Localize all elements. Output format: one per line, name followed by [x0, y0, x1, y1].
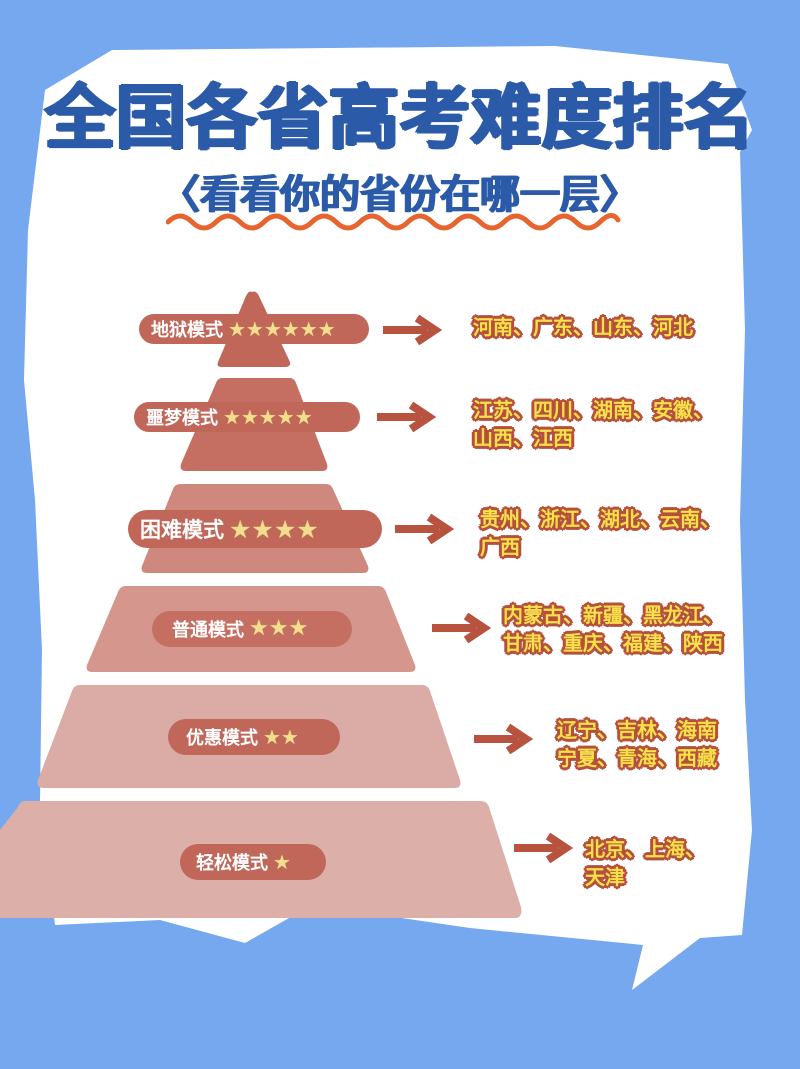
- page-subtitle: 〈看看你的省份在哪一层〉: [160, 172, 640, 218]
- star-icon: ★★★★★★: [228, 317, 336, 341]
- tier-label-normal: 普通模式 ★★★: [152, 611, 352, 647]
- provinces-discount: 辽宁、吉林、海南 宁夏、青海、西藏: [557, 718, 717, 770]
- arrow-right-icon: [474, 724, 534, 754]
- provinces-hard: 贵州、浙江、湖北、云南、 广西: [480, 507, 720, 559]
- provinces-easy: 北京、上海、 天津: [585, 837, 705, 889]
- arrow-right-icon: [432, 613, 492, 643]
- star-icon: ★★: [263, 725, 299, 749]
- tier-name: 轻松模式: [196, 853, 268, 874]
- star-icon: ★★★★: [229, 514, 319, 544]
- tier-name: 噩梦模式: [146, 408, 218, 429]
- tier-label-discount: 优惠模式 ★★: [168, 719, 340, 755]
- tier-name: 普通模式: [172, 620, 244, 641]
- star-icon: ★★★: [249, 616, 309, 641]
- provinces-hell: 河南、广东、山东、河北: [473, 315, 693, 339]
- arrow-right-icon: [514, 833, 574, 863]
- tier-name: 优惠模式: [186, 728, 258, 749]
- tier-label-nightmare: 噩梦模式 ★★★★★: [134, 402, 360, 432]
- tier-label-hard: 困难模式 ★★★★: [128, 510, 382, 548]
- star-icon: ★★★★★: [223, 405, 313, 429]
- tier-name: 地狱模式: [151, 320, 223, 341]
- arrow-right-icon: [395, 514, 455, 544]
- arrow-right-icon: [377, 402, 437, 432]
- provinces-normal: 内蒙古、新疆、黑龙江、 甘肃、重庆、福建、陕西: [503, 603, 723, 655]
- arrow-right-icon: [383, 315, 443, 345]
- provinces-nightmare: 江苏、四川、湖南、安徽、 山西、江西: [473, 398, 713, 450]
- wavy-underline: [166, 213, 621, 231]
- tier-label-easy: 轻松模式 ★: [180, 844, 326, 880]
- page-title: 全国各省高考难度排名: [45, 77, 755, 159]
- tier-label-hell: 地狱模式 ★★★★★★: [139, 314, 369, 344]
- tier-name: 困难模式: [140, 518, 224, 542]
- star-icon: ★: [273, 850, 291, 874]
